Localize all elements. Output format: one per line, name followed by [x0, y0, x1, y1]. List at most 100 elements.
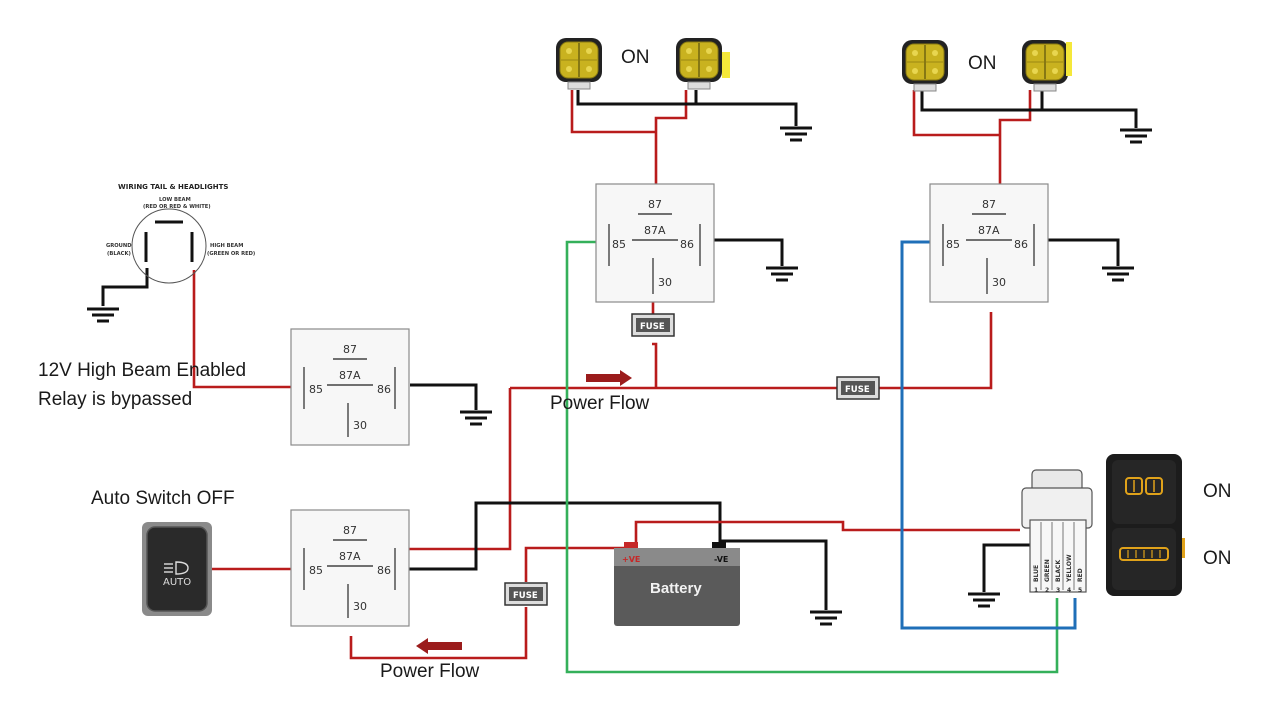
fuse-label: FUSE: [640, 322, 665, 332]
high-beam-enabled-label: 12V High Beam Enabled: [38, 360, 246, 381]
battery-label: Battery: [650, 580, 702, 597]
relay-pin-87: 87: [648, 198, 662, 211]
headlight-auto-icon: [164, 561, 189, 575]
connector-pin: 2: [1045, 587, 1049, 594]
red-fuse3-to-battery: [524, 546, 630, 582]
ground-symbol: [1100, 266, 1136, 282]
headlight-plug-diagram: WIRING TAIL & HEADLIGHTS LOW BEAM (RED O…: [106, 183, 255, 284]
high-beam-label: HIGH BEAM: [210, 243, 243, 249]
light-pod-1: [555, 37, 603, 90]
black-relay4-86: [404, 501, 722, 571]
fuse-label: FUSE: [845, 385, 870, 395]
relay-pin-85: 85: [309, 383, 323, 396]
battery-positive: +VE: [622, 555, 640, 564]
low-beam-sub: (RED OR RED & WHITE): [143, 204, 211, 210]
fuse-label: FUSE: [513, 591, 538, 601]
red-power-bus-right: [878, 312, 993, 390]
relay-pin-87: 87: [343, 524, 357, 537]
red-wire-light1: [570, 90, 656, 134]
relay-pin-85: 85: [946, 238, 960, 251]
on-label-2: ON: [968, 53, 997, 74]
blue-wire: [900, 240, 1077, 630]
ground-sub: (BLACK): [107, 251, 131, 257]
relay-pin-86: 86: [680, 238, 694, 251]
relay-pin-87a: 87A: [339, 550, 361, 563]
relay-pin-87a: 87A: [339, 369, 361, 382]
relay-pin-86: 86: [377, 383, 391, 396]
relay-pin-87: 87: [982, 198, 996, 211]
relay-top-center: 87 87A 85 86 30: [595, 183, 715, 303]
light-pod-2: [675, 37, 723, 90]
red-wire-light3: [912, 90, 1000, 137]
on-label-3: ON: [1203, 481, 1232, 502]
red-relay4-30: [349, 607, 528, 660]
connector-wire-label: GREEN: [1044, 559, 1051, 582]
relay-pin-87a: 87A: [644, 224, 666, 237]
red-wire-light4: [998, 90, 1032, 184]
relay-pin-87: 87: [343, 343, 357, 356]
light-pod-4: [1021, 39, 1069, 92]
switch-connector: [1021, 469, 1093, 593]
red-high-beam-wire: [192, 270, 304, 389]
light-pod-3: [901, 39, 949, 92]
black-wire-relay3-86: [1048, 238, 1120, 266]
power-flow-arrow-left: [416, 638, 462, 654]
red-relay4-87a: [360, 388, 512, 551]
power-flow-arrow-right: [586, 370, 632, 386]
black-wire-relay2-86: [714, 238, 784, 266]
fuse-bottom: FUSE: [504, 582, 548, 606]
battery-negative: -VE: [714, 555, 728, 564]
high-beam-sub: (GREEN OR RED): [207, 251, 255, 257]
relay-pin-30: 30: [353, 419, 367, 432]
ground-symbol: [808, 610, 844, 626]
relay-pin-86: 86: [1014, 238, 1028, 251]
ground-symbol: [458, 410, 494, 426]
relay-pin-30: 30: [658, 276, 672, 289]
power-flow-label-2: Power Flow: [380, 661, 480, 682]
connector-pin: 1: [1034, 587, 1038, 594]
fuse-top: FUSE: [631, 313, 675, 337]
fuse-right: FUSE: [836, 376, 880, 400]
green-wire: [565, 240, 1059, 674]
connector-pin: 4: [1067, 587, 1071, 594]
black-wire-relay1-86: [410, 383, 478, 410]
ground-symbol: [966, 592, 1002, 608]
auto-switch-label: Auto Switch OFF: [91, 488, 235, 509]
connector-wire-labels: BLUE GREEN BLACK YELLOW RED 1 2 3 4 5: [1033, 554, 1084, 594]
relay-bypassed-label: Relay is bypassed: [38, 389, 192, 410]
relay-bottom-left: 87 87A 85 86 30: [290, 509, 410, 627]
relay-pin-30: 30: [353, 600, 367, 613]
relay-pin-85: 85: [612, 238, 626, 251]
black-wire-lights-b: [920, 90, 1138, 128]
low-beam-label: LOW BEAM: [159, 197, 191, 203]
auto-switch-button[interactable]: AUTO: [142, 522, 212, 616]
ground-symbol: [1118, 128, 1154, 144]
relay-top-right: 87 87A 85 86 30: [929, 183, 1049, 303]
black-connector-ground: [982, 543, 1040, 592]
headlight-plug-circle: [131, 208, 207, 284]
red-bus-to-fuse1: [652, 342, 658, 388]
rocker-switch[interactable]: [1106, 454, 1185, 596]
light-pods-icon: [1125, 477, 1163, 495]
light-glow: [722, 52, 730, 78]
relay-pin-86: 86: [377, 564, 391, 577]
relay-middle-left: 87 87A 85 86 30: [290, 328, 410, 446]
relay-pin-87a: 87A: [978, 224, 1000, 237]
connector-wire-label: BLUE: [1033, 565, 1040, 582]
black-wire-lights-a: [576, 90, 798, 126]
ground-label: GROUND: [106, 243, 132, 249]
black-headlight-ground: [101, 268, 149, 306]
on-label-1: ON: [621, 47, 650, 68]
connector-wire-label: BLACK: [1055, 560, 1062, 582]
connector-pin: 3: [1056, 587, 1060, 594]
relay-pin-30: 30: [992, 276, 1006, 289]
ground-symbol: [764, 266, 800, 282]
connector-wire-label: RED: [1077, 568, 1084, 582]
connector-pin: 5: [1078, 587, 1082, 594]
ground-symbol: [85, 307, 121, 323]
headlight-plug-title: WIRING TAIL & HEADLIGHTS: [118, 183, 228, 191]
on-label-4: ON: [1203, 548, 1232, 569]
red-battery-to-connector: [634, 520, 1020, 546]
relay-pin-85: 85: [309, 564, 323, 577]
